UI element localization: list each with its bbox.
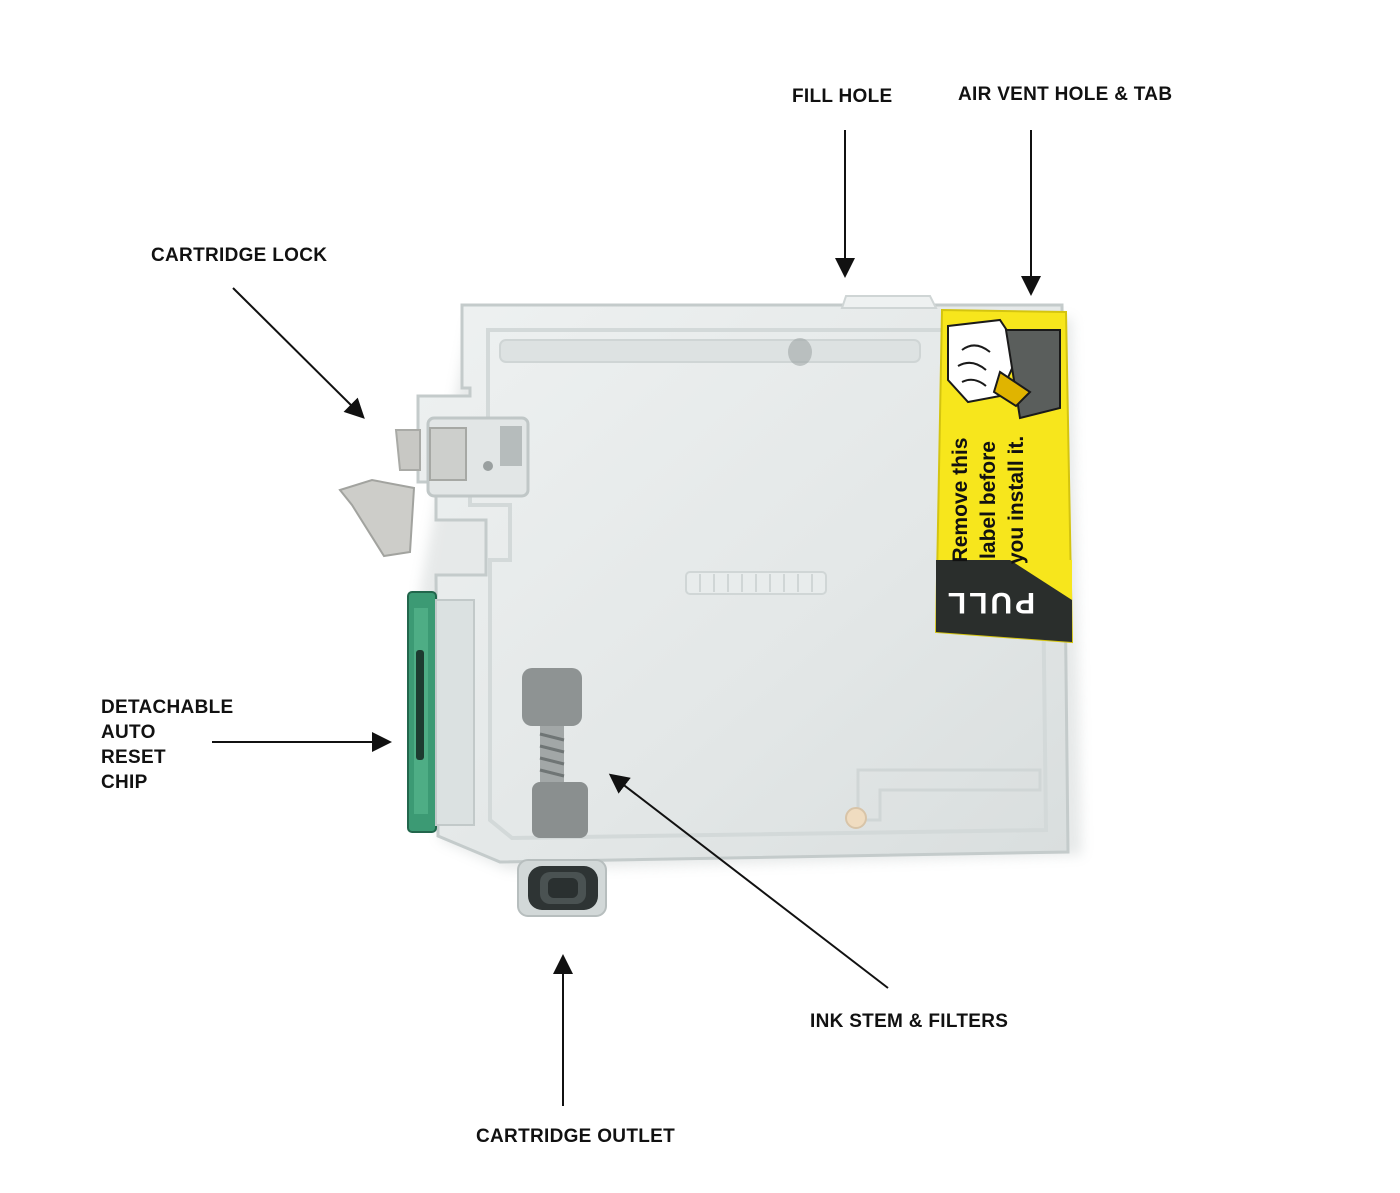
cartridge-lock — [338, 416, 530, 558]
center-ridges — [685, 571, 827, 595]
cartridge-lock-label: CARTRIDGE LOCK — [151, 245, 328, 266]
ink-stem-filters — [522, 668, 588, 838]
chip-label-line-1: DETACHABLE — [101, 697, 234, 718]
sticker-line-3: you install it. — [1005, 436, 1028, 564]
sticker-line-1: Remove this — [949, 438, 972, 563]
fill-hole-label: FILL HOLE — [792, 86, 893, 107]
ink-stem-label: INK STEM & FILTERS — [810, 1011, 1009, 1032]
air-vent-hole-label: AIR VENT HOLE & TAB — [958, 84, 1173, 105]
sticker-pull-text: PULL — [945, 586, 1035, 619]
reset-chip-label: DETACHABLE AUTO RESET CHIP — [101, 695, 241, 795]
sticker-line-2: label before — [977, 441, 1000, 559]
reset-chip — [407, 591, 475, 833]
cartridge-outlet-label: CARTRIDGE OUTLET — [476, 1126, 676, 1147]
hand-illustration-icon — [947, 318, 1061, 420]
cartridge-lock-arrow — [232, 287, 365, 419]
chip-label-line-3: RESET — [101, 747, 166, 768]
callout-arrows — [212, 130, 1041, 1106]
cartridge-outlet — [517, 859, 607, 917]
pull-label-sticker — [934, 308, 1074, 644]
chip-label-line-4: CHIP — [101, 772, 148, 793]
chip-label-line-2: AUTO — [101, 722, 156, 743]
ink-stem-arrow — [608, 773, 889, 989]
